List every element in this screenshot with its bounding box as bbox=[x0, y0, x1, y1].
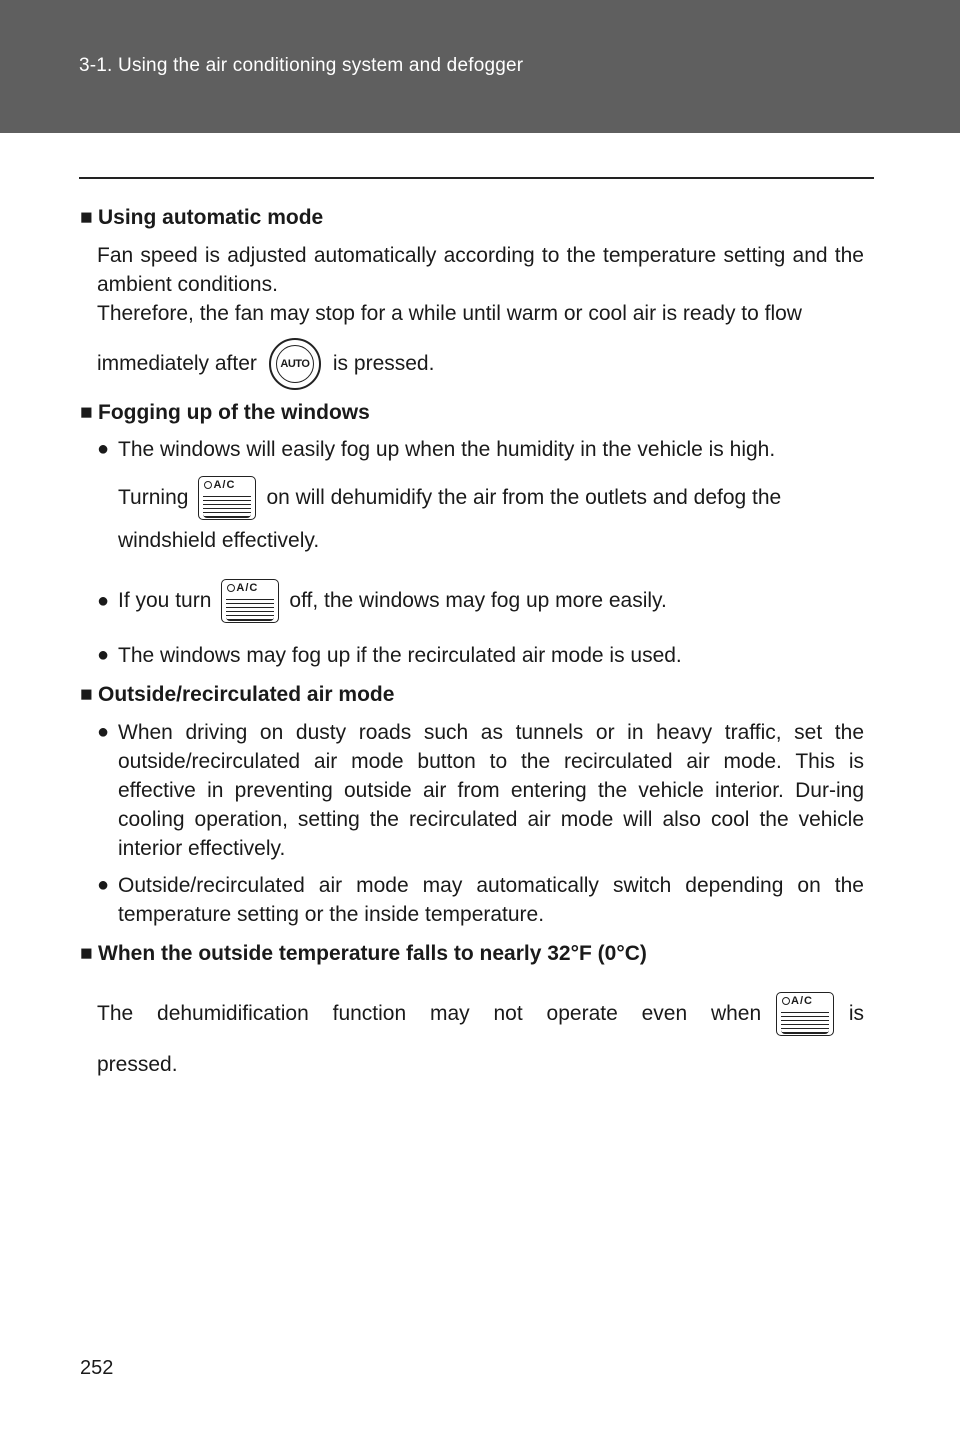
paragraph-with-icon: immediately after AUTO is pressed. bbox=[97, 336, 864, 392]
paragraph: Therefore, the fan may stop for a while … bbox=[97, 302, 802, 325]
heading-text: Fogging up of the windows bbox=[98, 401, 370, 424]
section-title: 3-1. Using the air conditioning system a… bbox=[79, 55, 524, 76]
text-run: Outside/recirculated air mode may automa… bbox=[118, 874, 864, 926]
ac-label: A/C bbox=[213, 479, 236, 492]
text-run: is bbox=[848, 1002, 864, 1025]
paragraph: The windows will easily fog up when the … bbox=[118, 438, 776, 461]
square-bullet-icon: ■ bbox=[80, 942, 93, 965]
list-item: ● The windows will easily fog up when th… bbox=[80, 435, 864, 555]
section-automatic-mode: ■Using automatic mode Fan speed is adjus… bbox=[80, 203, 864, 392]
text-run: on will dehumidify the air from the outl… bbox=[266, 486, 782, 509]
button-grip bbox=[203, 496, 252, 519]
page-content: ■Using automatic mode Fan speed is adjus… bbox=[80, 203, 864, 1079]
button-grip bbox=[226, 599, 275, 622]
ac-button-icon: A/C bbox=[198, 476, 257, 521]
section-fogging: ■Fogging up of the windows ● The windows… bbox=[80, 398, 864, 670]
section-outside-recirculated: ■Outside/recirculated air mode ● When dr… bbox=[80, 680, 864, 929]
button-grip bbox=[781, 1012, 829, 1034]
heading-text: When the outside temperature falls to ne… bbox=[98, 942, 647, 965]
section-heading: ■Fogging up of the windows bbox=[80, 398, 864, 427]
round-bullet-icon: ● bbox=[97, 721, 110, 743]
text-run: immediately after bbox=[97, 352, 257, 375]
indicator-led bbox=[204, 481, 213, 490]
round-bullet-icon: ● bbox=[97, 644, 110, 666]
list-item: ● If you turn A/C off, the windows may fog… bbox=[80, 575, 864, 627]
round-bullet-icon: ● bbox=[97, 590, 110, 612]
text-run: The dehumidification function may not op… bbox=[97, 1002, 762, 1025]
section-heading: ■When the outside temperature falls to n… bbox=[80, 939, 864, 968]
ac-button-icon: A/C bbox=[776, 992, 834, 1036]
text-run: Turning bbox=[118, 486, 189, 509]
section-cold-temperature: ■When the outside temperature falls to n… bbox=[80, 939, 864, 1079]
paragraph: windshield effectively. bbox=[118, 529, 320, 552]
auto-button-icon: AUTO bbox=[268, 338, 321, 391]
auto-label: AUTO bbox=[275, 345, 314, 384]
page-number: 252 bbox=[80, 1357, 114, 1379]
paragraph: Fan speed is adjusted automatically acco… bbox=[97, 244, 864, 296]
text-run: When driving on dusty roads such as tunn… bbox=[118, 721, 864, 860]
paragraph-with-icon: Turning A/C on will dehumidify the air fro… bbox=[118, 472, 864, 524]
section-body: The dehumidification function may not op… bbox=[80, 988, 864, 1079]
header-bar: 3-1. Using the air conditioning system a… bbox=[0, 0, 960, 133]
text-run: The windows may fog up if the recirculat… bbox=[118, 644, 682, 667]
square-bullet-icon: ■ bbox=[80, 683, 93, 706]
list-item: ● The windows may fog up if the recircul… bbox=[80, 641, 864, 670]
ac-button-icon: A/C bbox=[221, 579, 280, 624]
text-run: If you turn bbox=[118, 589, 212, 612]
list-item: ● When driving on dusty roads such as tu… bbox=[80, 718, 864, 863]
section-heading: ■Using automatic mode bbox=[80, 203, 864, 232]
square-bullet-icon: ■ bbox=[80, 401, 93, 424]
heading-text: Using automatic mode bbox=[98, 206, 324, 229]
section-body: Fan speed is adjusted automatically acco… bbox=[80, 241, 864, 392]
round-bullet-icon: ● bbox=[97, 438, 110, 460]
text-run: off, the windows may fog up more easily. bbox=[289, 589, 667, 612]
indicator-led bbox=[227, 584, 236, 593]
list-item: ● Outside/recirculated air mode may auto… bbox=[80, 871, 864, 929]
paragraph-with-icon: The dehumidification function may not op… bbox=[97, 988, 864, 1040]
square-bullet-icon: ■ bbox=[80, 206, 93, 229]
ac-label: A/C bbox=[791, 995, 813, 1007]
ac-label: A/C bbox=[236, 582, 259, 595]
indicator-led bbox=[782, 997, 790, 1005]
divider-rule bbox=[79, 177, 874, 179]
round-bullet-icon: ● bbox=[97, 874, 110, 896]
bullet-list: ● When driving on dusty roads such as tu… bbox=[80, 718, 864, 929]
bullet-list: ● The windows will easily fog up when th… bbox=[80, 435, 864, 670]
paragraph: pressed. bbox=[97, 1053, 178, 1076]
text-run: is pressed. bbox=[332, 352, 435, 375]
section-heading: ■Outside/recirculated air mode bbox=[80, 680, 864, 709]
heading-text: Outside/recirculated air mode bbox=[98, 683, 395, 706]
